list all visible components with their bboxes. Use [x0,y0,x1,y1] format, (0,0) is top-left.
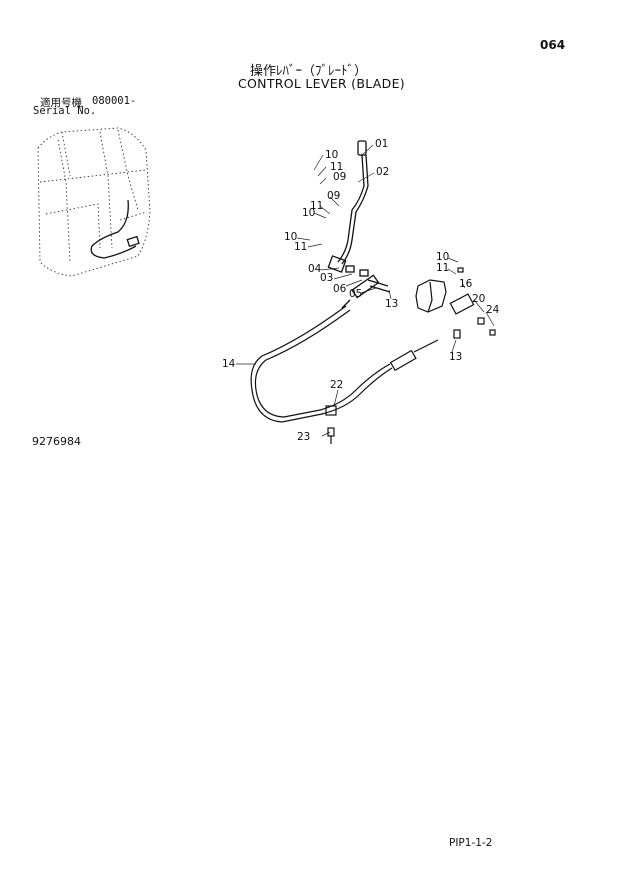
cab-highlight-lever [90,199,140,259]
part-label: 11 [330,161,343,173]
document-id: 9276984 [32,435,81,448]
serial-label-japanese: 適用号機 [40,97,82,109]
serial-label: Serial No. [33,105,97,117]
part-label: 11 [310,200,323,212]
part-label: 11 [436,262,449,274]
part-label: 11 [294,241,307,253]
page-title: CONTROL LEVER (BLADE) [238,76,405,91]
part-label: 22 [330,379,343,391]
part-label: 10 [284,231,297,243]
part-label: 06 [333,283,347,295]
part-label: 23 [297,431,310,443]
part-label: 20 [472,293,485,305]
part-label: 13 [385,298,398,310]
part-label: 16 [459,278,473,290]
control-cable [250,305,439,444]
part-label: 13 [449,351,462,363]
page-number: 064 [540,38,566,52]
part-label: 14 [222,358,236,370]
control-lever-assembly [327,140,391,309]
part-label: 10 [325,149,338,161]
part-label: 10 [302,207,315,219]
footer-code: PIP1-1-2 [449,837,493,849]
serial-number: 080001- [92,95,137,107]
part-label: 01 [375,138,388,150]
part-label: 09 [327,190,340,202]
part-label: 02 [376,166,389,178]
cab-location-sketch [37,127,151,277]
part-label: 05 [349,288,362,300]
valve-bracket-assembly [415,267,496,339]
leader-lines [236,144,495,437]
part-label: 04 [308,263,322,275]
part-label: 24 [486,304,500,316]
page-title-japanese: 操作ﾚﾊﾞｰ（ﾌﾞﾚｰﾄﾞ） [250,64,368,79]
part-labels: 01 02 10 11 09 09 11 10 10 11 04 03 06 0… [222,138,500,443]
part-label: 10 [436,251,449,263]
part-label: 09 [333,171,346,183]
part-label: 03 [320,272,333,284]
